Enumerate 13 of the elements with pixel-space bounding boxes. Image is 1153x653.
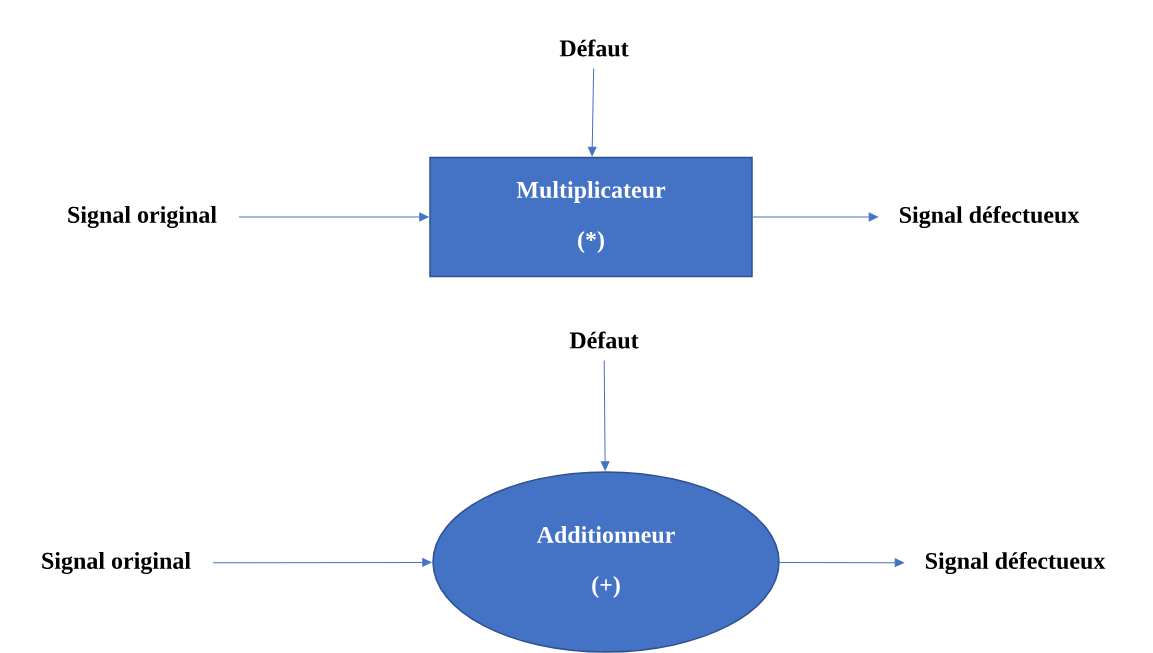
arrow [752,212,878,222]
signal-label: Défaut [559,39,629,57]
signal-label: Signal original [42,552,191,574]
arrow [238,212,429,222]
process-box: Multiplicateur (*) [429,156,753,278]
arrow [600,360,610,471]
signal-label: Signal défectueux [899,205,1080,229]
signal-label: Signal original [68,206,217,228]
arrow [587,68,597,157]
arrow [779,558,904,568]
signal-label: Signal défectueux [925,551,1106,575]
signal-label: Défaut [569,331,639,349]
arrow [212,558,432,567]
